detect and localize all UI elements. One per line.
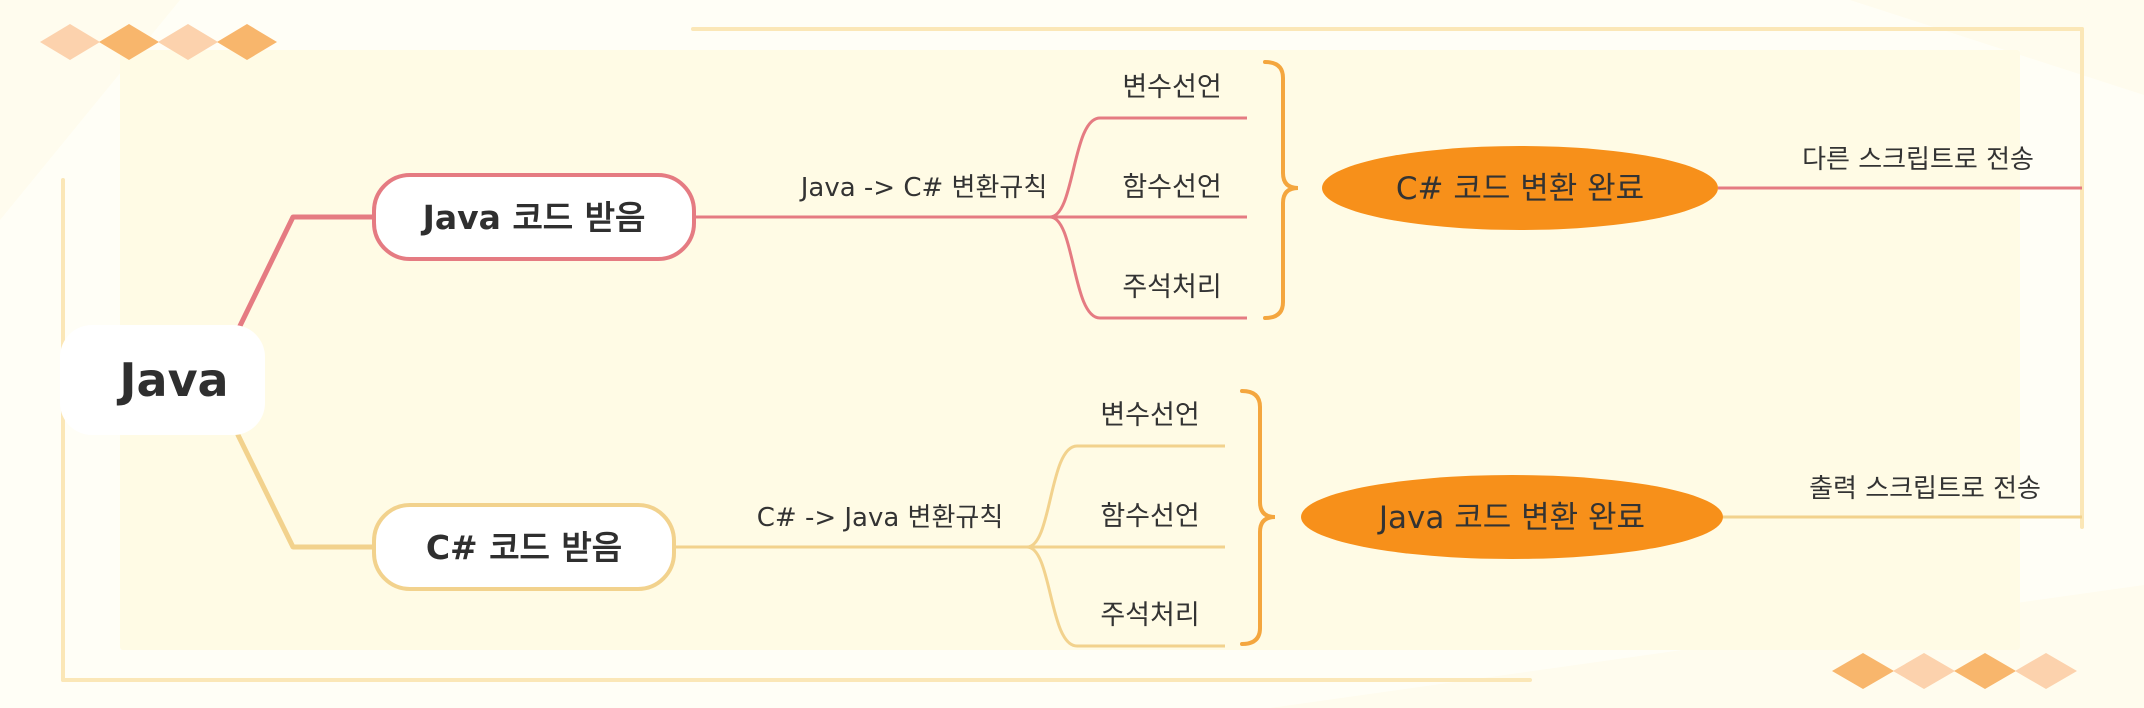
ornament-diamond <box>1832 653 1894 689</box>
root-label: Java <box>116 353 228 407</box>
topic-node-box <box>372 503 676 591</box>
topic-label: C# 코드 받음 <box>426 528 622 567</box>
frame <box>61 27 2084 682</box>
topic-node-csharp-received[interactable]: C# 코드 받음 <box>372 503 676 591</box>
topic-node-box <box>372 173 696 261</box>
leaf-function-declaration: 함수선언 <box>1100 501 1199 532</box>
send-to-output-script-label: 출력 스크립트로 전송 <box>1809 474 2041 504</box>
leaf-function-declaration: 함수선언 <box>1122 172 1221 203</box>
result-label: Java 코드 변환 완료 <box>1377 500 1645 536</box>
connector-item-1-1 <box>1049 116 1247 219</box>
send-to-other-script-label: 다른 스크립트로 전송 <box>1802 145 2034 175</box>
summary-brace-2 <box>1240 389 1276 646</box>
leaf-variable-declaration: 변수선언 <box>1122 72 1221 103</box>
ornament-diamond <box>99 24 159 60</box>
summary-brace-1 <box>1263 60 1299 320</box>
leaf-comment-handling: 주석처리 <box>1122 272 1221 303</box>
root-node[interactable]: Java <box>60 325 265 435</box>
ornament-diamond <box>217 24 277 60</box>
ornament-diamond <box>40 24 100 60</box>
background-wedge-top-right <box>1850 0 2144 95</box>
result-label: C# 코드 변환 완료 <box>1396 171 1644 207</box>
ornament-diamond <box>2015 653 2077 689</box>
connector-root-to-branch-2 <box>235 432 377 550</box>
topic-label: Java 코드 받음 <box>421 198 646 237</box>
connector-item-2-3 <box>1026 545 1225 648</box>
leaf-variable-declaration: 변수선언 <box>1100 400 1199 431</box>
branch-java-to-csharp: Java 코드 받음 Java -> C# 변환규칙 변수선언 함수선언 주석처… <box>372 60 2082 320</box>
connector-item-1-3 <box>1049 215 1247 320</box>
conversion-rule-label: Java -> C# 변환규칙 <box>799 173 1048 203</box>
ornament-diamond <box>1954 653 2016 689</box>
root-node-box <box>60 325 265 435</box>
branch-csharp-to-java: C# 코드 받음 C# -> Java 변환규칙 변수선언 함수선언 주석처리 … <box>372 389 2082 648</box>
result-node-ellipse <box>1301 475 1723 559</box>
ornament-diamond <box>1893 653 1955 689</box>
ornament-top-left <box>40 24 277 60</box>
result-node-ellipse <box>1322 146 1718 230</box>
topic-node-java-received[interactable]: Java 코드 받음 <box>372 173 696 261</box>
result-node-java-done[interactable]: Java 코드 변환 완료 <box>1301 475 1723 559</box>
ornament-bottom-right <box>1832 653 2077 689</box>
connector-item-2-1 <box>1026 444 1225 549</box>
leaf-comment-handling: 주석처리 <box>1100 600 1199 631</box>
connector-root-to-branch-1 <box>235 214 377 333</box>
result-node-csharp-done[interactable]: C# 코드 변환 완료 <box>1322 146 1718 230</box>
conversion-rule-label: C# -> Java 변환규칙 <box>757 503 1004 533</box>
ornament-diamond <box>158 24 218 60</box>
